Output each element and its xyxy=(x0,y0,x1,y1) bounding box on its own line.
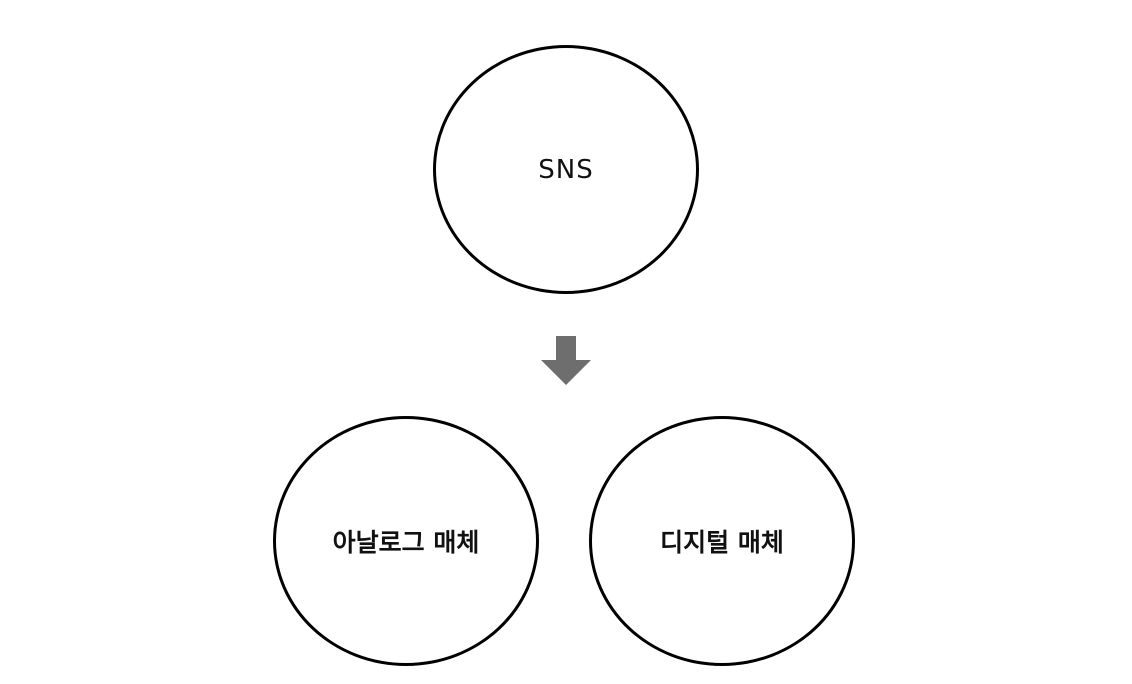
node-analog-media-label: 아날로그 매체 xyxy=(332,528,480,557)
node-analog-media: 아날로그 매체 xyxy=(273,416,539,666)
node-sns: SNS xyxy=(433,45,699,294)
node-sns-label: SNS xyxy=(538,154,594,185)
node-digital-media: 디지털 매체 xyxy=(589,416,855,666)
arrow-down-icon xyxy=(541,336,591,385)
node-digital-media-label: 디지털 매체 xyxy=(660,528,784,557)
